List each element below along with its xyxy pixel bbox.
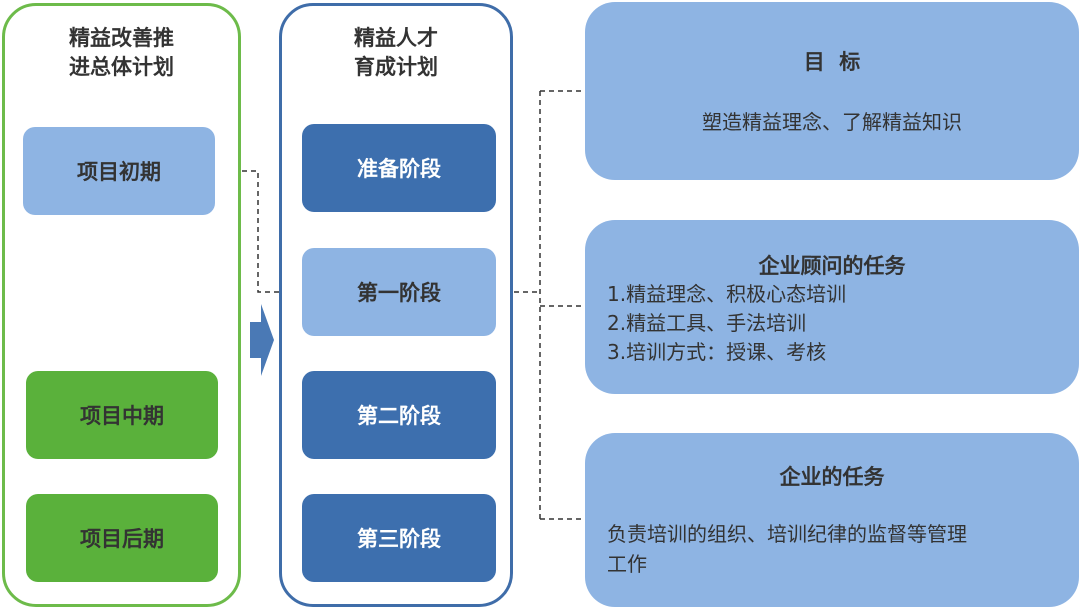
phase-middle: 项目中期 (26, 371, 218, 459)
stage-2: 第二阶段 (302, 371, 496, 459)
talent-plan-title: 精益人才 育成计划 (282, 24, 510, 82)
flow-arrow-icon (250, 304, 274, 376)
overall-plan-title-line-1: 精益改善推 (69, 26, 174, 50)
phase-initial: 项目初期 (23, 127, 215, 215)
consultant-task-title: 企业顾问的任务 (758, 254, 906, 278)
stage-prep: 准备阶段 (302, 124, 496, 212)
consultant-task-line-3: 3.培训方式：授课、考核 (607, 340, 827, 364)
consultant-task-line-2: 2.精益工具、手法培训 (607, 311, 807, 335)
enterprise-task-line-2: 工作 (607, 552, 647, 576)
talent-plan-title-line-1: 精益人才 (354, 26, 438, 50)
stage-2-label: 第二阶段 (357, 404, 441, 428)
talent-plan-title-line-2: 育成计划 (354, 55, 438, 79)
enterprise-task-card: 企业的任务 负责培训的组织、培训纪律的监督等管理 工作 (585, 433, 1079, 607)
enterprise-task-text: 负责培训的组织、培训纪律的监督等管理 工作 (607, 519, 967, 579)
overall-plan-title: 精益改善推 进总体计划 (5, 24, 238, 82)
goal-text: 塑造精益理念、了解精益知识 (702, 110, 962, 134)
stage-3: 第三阶段 (302, 494, 496, 582)
stage-1-label: 第一阶段 (357, 281, 441, 305)
stage-prep-label: 准备阶段 (357, 157, 441, 181)
consultant-task-list: 1.精益理念、积极心态培训 2.精益工具、手法培训 3.培训方式：授课、考核 (607, 280, 846, 367)
phase-initial-label: 项目初期 (77, 160, 161, 184)
phase-middle-label: 项目中期 (80, 404, 164, 428)
stage-3-label: 第三阶段 (357, 527, 441, 551)
phase-late-label: 项目后期 (80, 527, 164, 551)
consultant-task-card: 企业顾问的任务 1.精益理念、积极心态培训 2.精益工具、手法培训 3.培训方式… (585, 220, 1079, 394)
stage-1: 第一阶段 (302, 248, 496, 336)
overall-plan-title-line-2: 进总体计划 (69, 55, 174, 79)
goal-title: 目 标 (803, 50, 861, 74)
consultant-task-line-1: 1.精益理念、积极心态培训 (607, 282, 847, 306)
goal-card: 目 标 塑造精益理念、了解精益知识 (585, 2, 1079, 180)
enterprise-task-line-1: 负责培训的组织、培训纪律的监督等管理 (607, 522, 967, 546)
enterprise-task-title: 企业的任务 (779, 465, 885, 489)
phase-late: 项目后期 (26, 494, 218, 582)
